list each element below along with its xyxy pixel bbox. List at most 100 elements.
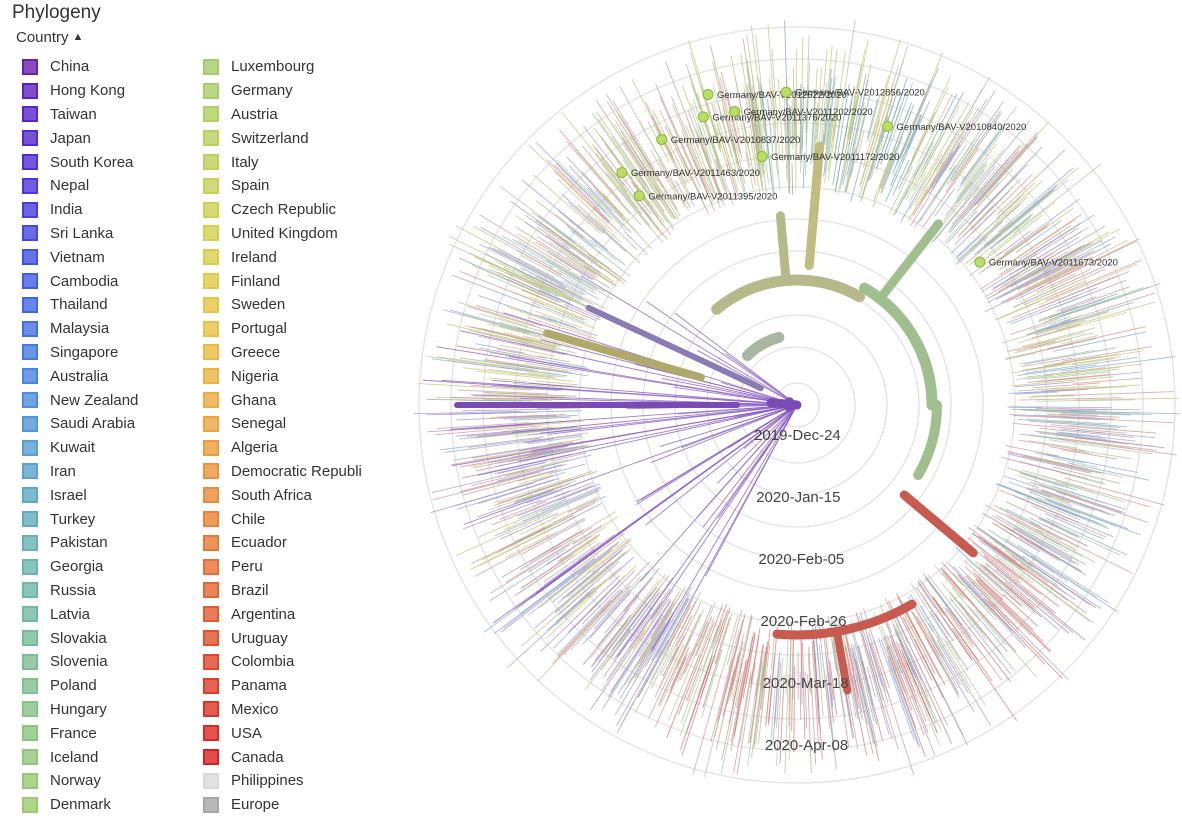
legend-item[interactable]: Poland xyxy=(22,674,138,698)
legend-item[interactable]: USA xyxy=(203,721,362,745)
legend-item[interactable]: Chile xyxy=(203,507,362,531)
legend-item[interactable]: Austria xyxy=(203,103,362,127)
legend-item[interactable]: United Kingdom xyxy=(203,222,362,246)
legend-item[interactable]: South Africa xyxy=(203,483,362,507)
tip-branch xyxy=(1007,453,1092,474)
highlighted-tip[interactable]: Germany/BAV-V2011376/2020 xyxy=(697,111,841,124)
legend-item[interactable]: Mexico xyxy=(203,698,362,722)
legend-item[interactable]: Hong Kong xyxy=(22,79,138,103)
legend-item[interactable]: Australia xyxy=(22,364,138,388)
legend-item[interactable]: Denmark xyxy=(22,793,138,817)
legend-item[interactable]: Iran xyxy=(22,460,138,484)
legend-item[interactable]: Taiwan xyxy=(22,103,138,127)
tip-branch xyxy=(841,149,849,183)
legend-item[interactable]: Panama xyxy=(203,674,362,698)
legend-label: Philippines xyxy=(231,772,304,790)
legend-item[interactable]: Argentina xyxy=(203,602,362,626)
legend-item[interactable]: Senegal xyxy=(203,412,362,436)
legend-item[interactable]: Sri Lanka xyxy=(22,222,138,246)
legend-item[interactable]: Nigeria xyxy=(203,364,362,388)
legend-item[interactable]: France xyxy=(22,721,138,745)
highlighted-tip[interactable]: Germany/BAV-V2011202/2020 xyxy=(729,106,873,119)
legend-item[interactable]: Cambodia xyxy=(22,269,138,293)
legend-item[interactable]: Kuwait xyxy=(22,436,138,460)
tip-branch xyxy=(659,610,704,707)
highlighted-tip[interactable]: Germany/BAV-V2012856/2020 xyxy=(780,86,925,99)
legend-item[interactable]: Slovakia xyxy=(22,626,138,650)
legend-item[interactable]: Portugal xyxy=(203,317,362,341)
tip-branch xyxy=(642,597,689,680)
legend-item[interactable]: Saudi Arabia xyxy=(22,412,138,436)
highlighted-tip[interactable]: Germany/BAV-V2010837/2020 xyxy=(656,133,801,146)
legend-item[interactable]: Ghana xyxy=(203,388,362,412)
tip-branch xyxy=(570,230,602,255)
tip-branch xyxy=(1015,527,1073,560)
tip-branch xyxy=(554,242,602,275)
legend-item[interactable]: Luxembourg xyxy=(203,55,362,79)
legend-item[interactable]: Thailand xyxy=(22,293,138,317)
legend-item[interactable]: Iceland xyxy=(22,745,138,769)
legend-item[interactable]: Democratic Republi xyxy=(203,460,362,484)
highlighted-tip[interactable]: Germany/BAV-V2011395/2020 xyxy=(633,190,777,203)
legend-item[interactable]: Peru xyxy=(203,555,362,579)
tip-branch xyxy=(606,101,658,182)
legend-item[interactable]: Germany xyxy=(203,79,362,103)
legend-item[interactable]: Hungary xyxy=(22,698,138,722)
tip-branch xyxy=(503,332,542,343)
legend-item[interactable]: Singapore xyxy=(22,341,138,365)
legend-item[interactable]: Pakistan xyxy=(22,531,138,555)
legend-item[interactable]: Norway xyxy=(22,769,138,793)
legend-item[interactable]: Nepal xyxy=(22,174,138,198)
legend-item[interactable]: Japan xyxy=(22,126,138,150)
legend-item[interactable]: Switzerland xyxy=(203,126,362,150)
legend-item[interactable]: Canada xyxy=(203,745,362,769)
legend-item[interactable]: Europe xyxy=(203,793,362,817)
legend-item[interactable]: Finland xyxy=(203,269,362,293)
legend-item[interactable]: Spain xyxy=(203,174,362,198)
legend-item[interactable]: Philippines xyxy=(203,769,362,793)
legend-item[interactable]: Czech Republic xyxy=(203,198,362,222)
legend-item[interactable]: Israel xyxy=(22,483,138,507)
tip-branch xyxy=(512,489,551,504)
legend-item[interactable]: Uruguay xyxy=(203,626,362,650)
legend-item[interactable]: Vietnam xyxy=(22,245,138,269)
phylogeny-tree[interactable]: 2019-Dec-242020-Jan-152020-Feb-052020-Fe… xyxy=(400,20,1180,825)
highlighted-tip[interactable]: Germany/BAV-V2011172/2020 xyxy=(756,150,899,163)
tip-branch xyxy=(489,548,572,602)
legend-swatch xyxy=(203,392,219,409)
legend-item[interactable]: Greece xyxy=(203,341,362,365)
legend-item[interactable]: Brazil xyxy=(203,579,362,603)
tip-branch xyxy=(606,588,671,681)
tip-branch xyxy=(536,200,584,239)
legend-item[interactable]: Algeria xyxy=(203,436,362,460)
legend-item[interactable]: Turkey xyxy=(22,507,138,531)
legend-item[interactable]: India xyxy=(22,198,138,222)
legend-item[interactable]: Georgia xyxy=(22,555,138,579)
legend-item[interactable]: Italy xyxy=(203,150,362,174)
tip-label: Germany/BAV-V2011202/2020 xyxy=(744,107,873,118)
tip-branch xyxy=(972,541,1019,579)
legend-item[interactable]: Slovenia xyxy=(22,650,138,674)
legend-item[interactable]: South Korea xyxy=(22,150,138,174)
tip-branch xyxy=(1064,477,1166,506)
highlighted-tip[interactable]: Germany/BAV-V2011673/2020 xyxy=(974,256,1118,269)
legend-toggle[interactable]: Country ▲ xyxy=(16,29,83,46)
legend-item[interactable]: Latvia xyxy=(22,602,138,626)
tip-branch xyxy=(1010,376,1114,387)
legend-label: Sri Lanka xyxy=(50,224,114,242)
legend-item[interactable]: Ecuador xyxy=(203,531,362,555)
legend-item[interactable]: Malaysia xyxy=(22,317,138,341)
tip-branch xyxy=(801,86,805,150)
highlighted-tip[interactable]: Germany/BAV-V2010840/2020 xyxy=(882,120,1027,133)
legend-item[interactable]: New Zealand xyxy=(22,388,138,412)
tip-branch xyxy=(594,590,629,630)
legend-item[interactable]: Colombia xyxy=(203,650,362,674)
tip-branch xyxy=(719,76,746,185)
legend-item[interactable]: Sweden xyxy=(203,293,362,317)
tip-branch xyxy=(1002,594,1038,627)
highlighted-tip[interactable]: Germany/BAV-V2011463/2020 xyxy=(616,167,760,180)
legend-item[interactable]: China xyxy=(22,55,138,79)
legend-item[interactable]: Russia xyxy=(22,579,138,603)
tip-branch xyxy=(1014,252,1053,276)
legend-item[interactable]: Ireland xyxy=(203,245,362,269)
